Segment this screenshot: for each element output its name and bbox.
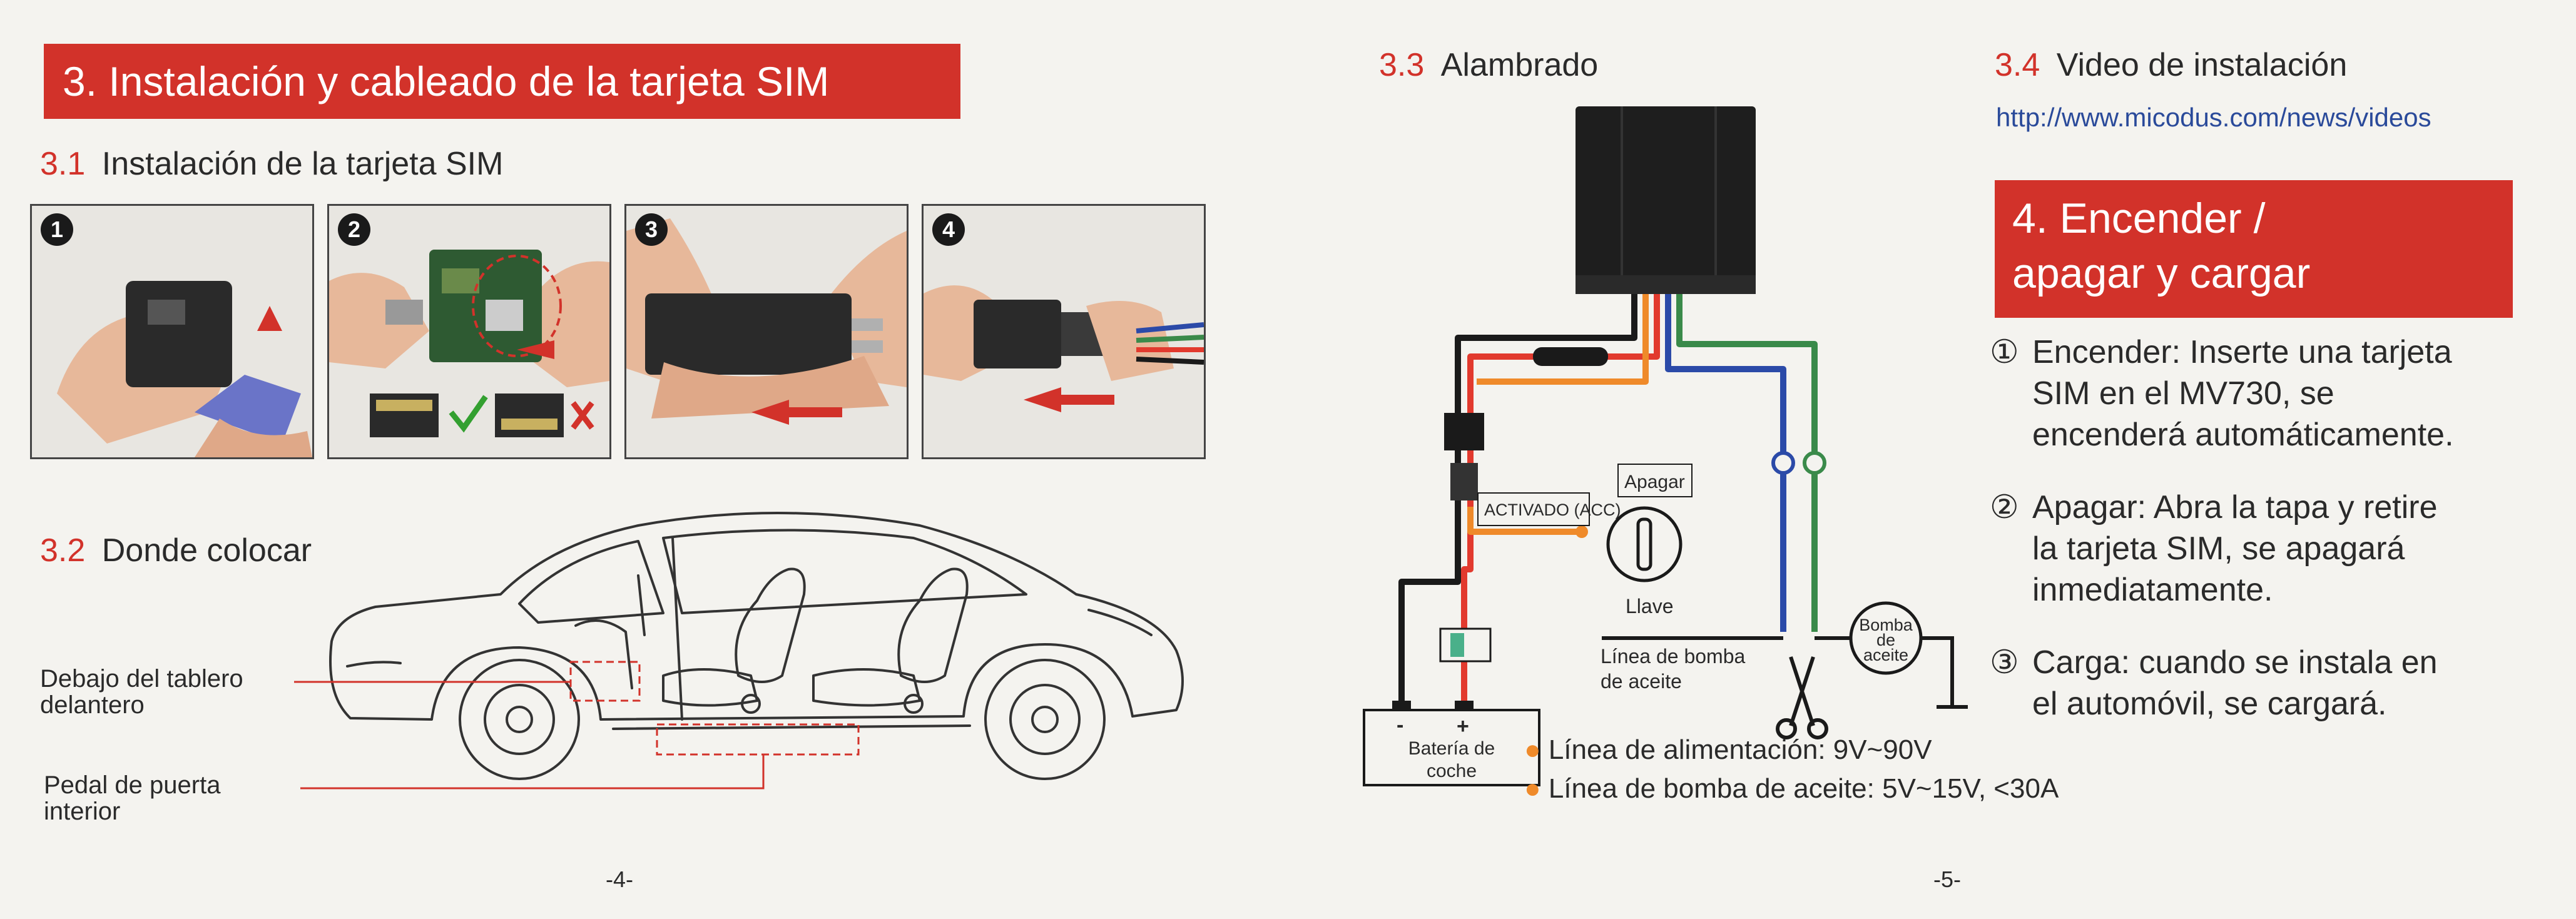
wire-black bbox=[1398, 294, 1637, 704]
wiring-notes: ● Línea de alimentación: 9V~90V ● Línea … bbox=[1524, 731, 2059, 808]
section-3-title-bar: 3. Instalación y cableado de la tarjeta … bbox=[44, 44, 960, 119]
dashboard-label-line-2: delantero bbox=[40, 691, 145, 719]
step-2-photo: 2 bbox=[327, 204, 611, 459]
bullet-icon: ● bbox=[1524, 773, 1541, 804]
section-4-title-line-2: apagar y cargar bbox=[2012, 250, 2311, 297]
bullet-icon: ● bbox=[1524, 734, 1541, 765]
car-diagram bbox=[294, 512, 1184, 790]
oil-line-label-1: Línea de bomba bbox=[1601, 645, 1746, 668]
instruction-power-off: ② Apagar: Abra la tapa y retire la tarje… bbox=[1990, 487, 2528, 611]
llave-label: Llave bbox=[1626, 595, 1674, 617]
instruction-charge: ③ Carga: cuando se instala en el automóv… bbox=[1990, 642, 2528, 724]
step-2-badge: 2 bbox=[338, 213, 370, 246]
car-battery bbox=[1363, 709, 1540, 786]
acc-connector bbox=[1444, 413, 1484, 450]
apagar-label-box bbox=[1617, 464, 1693, 497]
car-window-front bbox=[518, 540, 664, 624]
front-seat bbox=[735, 567, 806, 683]
section-3-title: 3. Instalación y cableado de la tarjeta … bbox=[63, 58, 830, 104]
battery-label-2: coche bbox=[1427, 761, 1477, 781]
apagar-label: Apagar bbox=[1624, 472, 1685, 492]
battery-minus: - bbox=[1397, 713, 1403, 737]
oil-pump-label-2: de bbox=[1876, 631, 1895, 649]
gps-device bbox=[1576, 106, 1756, 294]
rear-seat bbox=[897, 567, 969, 683]
section-3-4-label: Video de instalación bbox=[2056, 47, 2348, 83]
scissors-icon bbox=[1776, 656, 1828, 739]
step-1-illustration bbox=[57, 281, 312, 457]
car-body-outline bbox=[329, 512, 1184, 721]
mark-2: ② bbox=[1990, 489, 2019, 526]
wire-blue bbox=[1665, 294, 1786, 632]
wiring-diagram: ACTIVADO (ACC) Apagar Llave Línea de bom… bbox=[1363, 106, 1968, 786]
page-number-left: -4- bbox=[606, 866, 633, 892]
section-4-title-bar: 4. Encender / apagar y cargar bbox=[1995, 180, 2513, 318]
step-3-photo: 3 bbox=[624, 204, 909, 459]
wire-green bbox=[1676, 294, 1818, 632]
section-3-1-label: Instalación de la tarjeta SIM bbox=[101, 146, 504, 182]
front-wheel bbox=[459, 659, 580, 780]
note-oil-line: ● Línea de bomba de aceite: 5V~15V, <30A bbox=[1524, 773, 2059, 804]
note-power-line: ● Línea de alimentación: 9V~90V bbox=[1524, 734, 1932, 765]
acc-label-box bbox=[1477, 492, 1590, 526]
section-3-1-number: 3.1 bbox=[40, 146, 86, 182]
section-3-2-number: 3.2 bbox=[40, 532, 86, 569]
section-3-4-number: 3.4 bbox=[1995, 47, 2040, 83]
car-window-rear bbox=[662, 529, 1027, 614]
instruction-power-on: ① Encender: Inserte una tarjeta SIM en e… bbox=[1990, 332, 2528, 455]
door-pedal-placement-box bbox=[656, 723, 860, 756]
battery-fuse bbox=[1439, 627, 1492, 663]
wire-orange bbox=[1477, 294, 1649, 385]
step-2-illustration bbox=[329, 250, 609, 437]
dashboard-label: Debajo del tablero delantero bbox=[40, 666, 243, 718]
step-4-illustration bbox=[924, 285, 1204, 412]
dashboard-label-line-1: Debajo del tablero bbox=[40, 665, 243, 693]
oil-line-label-2: de aceite bbox=[1601, 670, 1682, 693]
section-3-2-label: Donde colocar bbox=[101, 532, 312, 569]
step-1-photo: 1 bbox=[30, 204, 314, 459]
door-pedal-label-line-1: Pedal de puerta bbox=[44, 771, 221, 799]
acc-label: ACTIVADO (ACC) bbox=[1484, 500, 1621, 519]
page-number-right: -5- bbox=[1933, 866, 1961, 892]
step-4-badge: 4 bbox=[932, 213, 965, 246]
section-3-2-heading: 3.2 Donde colocar bbox=[40, 532, 312, 569]
section-3-3-number: 3.3 bbox=[1379, 47, 1425, 83]
step-3-illustration bbox=[626, 218, 907, 425]
door-pedal-label: Pedal de puerta interior bbox=[44, 772, 220, 825]
step-4-photo: 4 bbox=[922, 204, 1206, 459]
mark-3: ③ bbox=[1990, 644, 2019, 681]
inline-fuse bbox=[1533, 347, 1608, 366]
key-switch-icon bbox=[1606, 506, 1683, 582]
section-3-1-heading: 3.1 Instalación de la tarjeta SIM bbox=[40, 145, 503, 183]
battery-plus: + bbox=[1457, 714, 1469, 738]
section-4-title-line-1: 4. Encender / bbox=[2012, 195, 2266, 242]
door-pedal-label-line-2: interior bbox=[44, 798, 121, 825]
battery-label-1: Batería de bbox=[1408, 738, 1495, 759]
section-3-4-heading: 3.4 Video de instalación bbox=[1995, 46, 2347, 84]
step-3-badge: 3 bbox=[635, 213, 668, 246]
section-3-3-heading: 3.3 Alambrado bbox=[1379, 46, 1598, 84]
video-url-link[interactable]: http://www.micodus.com/news/videos bbox=[1996, 103, 2431, 132]
power-instructions: ① Encender: Inserte una tarjeta SIM en e… bbox=[1990, 332, 2528, 724]
rear-wheel bbox=[984, 659, 1106, 780]
step-1-badge: 1 bbox=[41, 213, 73, 246]
section-3-3-label: Alambrado bbox=[1440, 47, 1599, 83]
oil-pump-label-3: aceite bbox=[1863, 646, 1908, 664]
oil-pump-label-1: Bomba bbox=[1859, 616, 1913, 634]
mark-1: ① bbox=[1990, 334, 2019, 370]
